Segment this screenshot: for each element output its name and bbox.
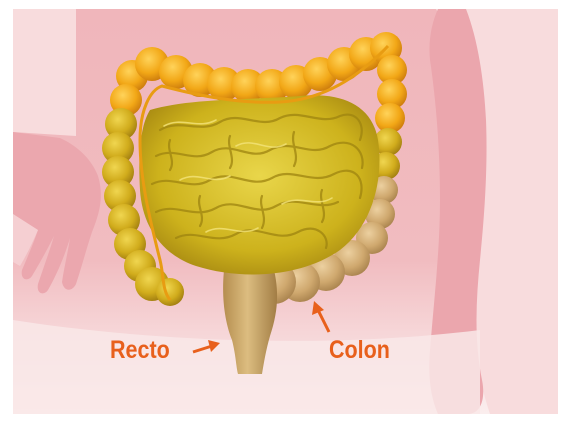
recto-label: Recto — [110, 336, 170, 365]
colon-label: Colon — [329, 336, 390, 365]
left-torso-edge — [13, 9, 76, 136]
